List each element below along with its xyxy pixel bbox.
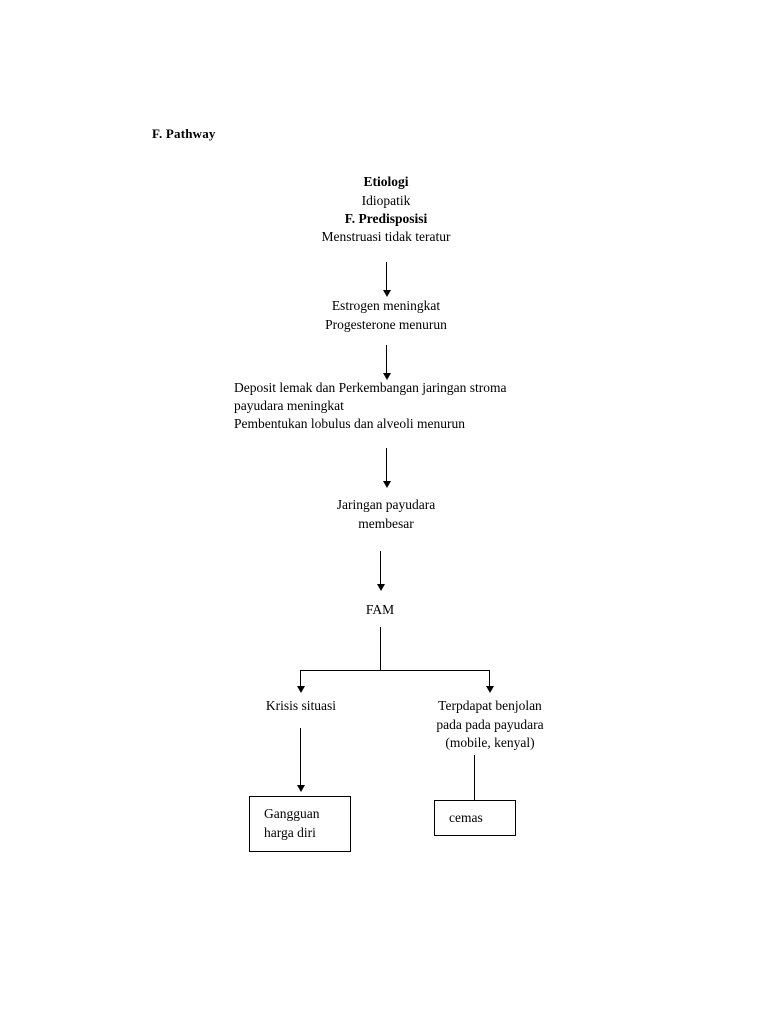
arrow-benjolan-to-cemas-line [474,755,475,800]
node-fam: FAM [365,602,395,617]
node-deposit-line2: payudara meningkat [234,398,344,413]
arrow-fam-branch-left-head [297,686,305,693]
box-cemas: cemas [434,800,516,836]
page-title: F. Pathway [152,126,216,141]
arrow-jaringan-to-fam-head [377,584,385,591]
node-benjolan: Terpdapat benjolan pada pada payudara (m… [436,698,544,750]
arrow-fam-stem [380,627,381,670]
arrow-hormon-to-deposit-head [383,373,391,380]
node-deposit-line1: Deposit lemak dan Perkembangan jaringan … [234,380,507,395]
node-etiologi-sub: Idiopatik [361,193,411,208]
arrow-krisis-to-gangguan-line [300,728,301,786]
node-predisposisi-sub: Menstruasi tidak teratur [321,229,451,244]
arrow-deposit-to-jaringan-line [386,448,387,483]
arrow-fam-branch-right-line [489,670,490,688]
node-krisis-situasi: Krisis situasi [265,698,337,713]
node-predisposisi-title: F. Predisposisi [344,211,428,226]
node-deposit-line3: Pembentukan lobulus dan alveoli menurun [234,416,465,431]
arrow-fam-branch-right-head [486,686,494,693]
arrow-etiologi-to-hormon-line [386,262,387,292]
node-etiologi-title: Etiologi [363,174,409,189]
arrow-krisis-to-gangguan-head [297,785,305,792]
node-jaringan: Jaringan payudara membesar [336,497,436,531]
arrow-deposit-to-jaringan-head [383,481,391,488]
arrow-fam-branch-horizontal [300,670,490,671]
arrow-fam-branch-left-line [300,670,301,688]
arrow-jaringan-to-fam-line [380,551,381,586]
node-hormon: Estrogen meningkat Progesterone menurun [325,298,447,332]
arrow-hormon-to-deposit-line [386,345,387,375]
box-gangguan-harga-diri: Gangguan harga diri [249,796,351,852]
arrow-etiologi-to-hormon-head [383,290,391,297]
